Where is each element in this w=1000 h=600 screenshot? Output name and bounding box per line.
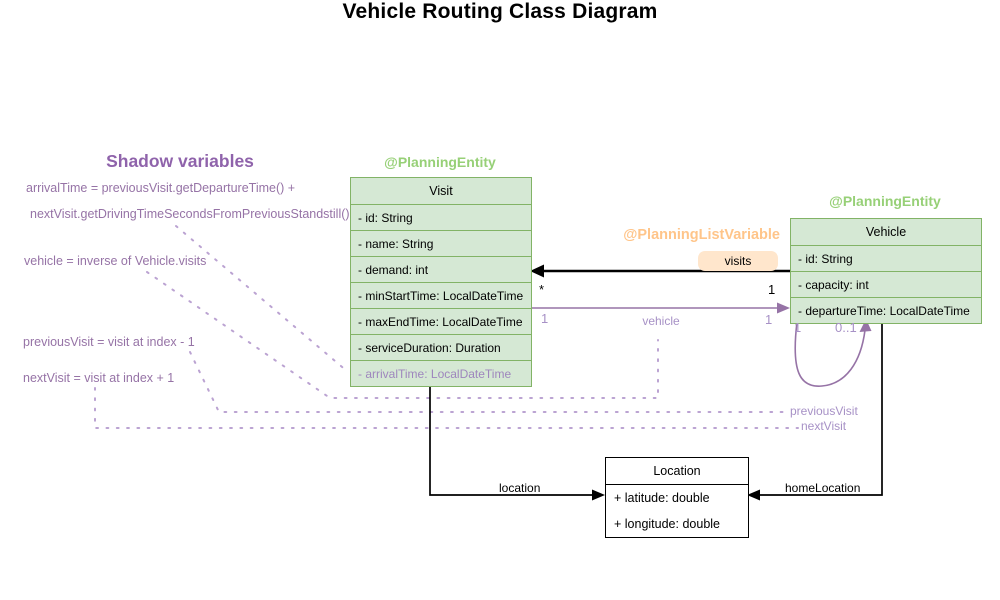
vehicle-field-capacity: - capacity: int [791,271,981,297]
location-class-body: + latitude: double + longitude: double [606,484,748,537]
planning-entity-annotation-visit: @PlanningEntity [384,154,496,170]
dotted-link-nextvisit [94,387,799,429]
visits-multiplicity-vehicle-side: 1 [768,282,776,297]
vehicle-field-id: - id: String [791,245,981,271]
visit-field-minstarttime: - minStartTime: LocalDateTime [351,282,531,308]
vehicle-association-label: vehicle [642,314,680,328]
location-class-box: Location + latitude: double + longitude:… [605,457,749,538]
location-field-longitude: + longitude: double [614,517,720,531]
vehicle-class-box: Vehicle - id: String - capacity: int - d… [790,218,982,324]
vehicle-multiplicity-visit-side: 1 [541,311,549,326]
shadow-variables-heading: Shadow variables [106,151,254,171]
vehicle-class-name: Vehicle [865,225,907,239]
location-association-label: location [499,481,541,495]
visits-arrowhead [530,264,544,278]
visit-field-name: - name: String [351,230,531,256]
homelocation-association-label: homeLocation [785,481,861,495]
shadow-line-previousvisit: previousVisit = visit at index - 1 [23,335,195,349]
visits-association-label: visits [698,251,778,271]
previousvisit-label: previousVisit [790,404,858,418]
visit-class-box: Visit - id: String - name: String - dema… [350,177,532,387]
shadow-line-nextvisit: nextVisit = visit at index + 1 [23,371,175,385]
vehicle-multiplicity-vehicle-side: 1 [765,312,773,327]
shadow-line-arrivaltime-1: arrivalTime = previousVisit.getDeparture… [26,181,296,195]
chain-loop-multiplicity-left: 1 [794,320,802,335]
dotted-link-vehicle-var [146,271,659,399]
visit-field-serviceduration: - serviceDuration: Duration [351,334,531,360]
visit-field-demand: - demand: int [351,256,531,282]
homelocation-arrowhead [747,489,760,501]
vehicle-field-departuretime: - departureTime: LocalDateTime [791,297,981,323]
location-arrowhead [592,489,605,501]
location-association-line [429,385,593,496]
location-field-latitude: + latitude: double [614,491,710,505]
chain-loop-curve [794,321,866,387]
homelocation-association-line [759,322,883,496]
visit-field-maxendtime: - maxEndTime: LocalDateTime [351,308,531,334]
shadow-line-vehicle: vehicle = inverse of Vehicle.visits [24,254,207,268]
diagram-title: Vehicle Routing Class Diagram [342,0,658,23]
nextvisit-label: nextVisit [801,419,847,433]
planning-entity-annotation-vehicle: @PlanningEntity [829,193,941,209]
visits-multiplicity-visit-side: * [539,282,545,297]
shadow-line-arrivaltime-2: nextVisit.getDrivingTimeSecondsFromPrevi… [30,207,350,221]
vehicle-arrowhead [777,302,790,314]
visit-field-arrivaltime: - arrivalTime: LocalDateTime [351,360,531,386]
chain-loop-multiplicity-right: 0..1 [835,320,857,335]
planning-list-variable-annotation: @PlanningListVariable [623,227,780,243]
dotted-link-arrivaltime [175,225,349,373]
visit-field-id: - id: String [351,204,531,230]
chain-loop-arrowhead [859,319,872,332]
visit-class-name: Visit [429,184,453,198]
location-class-name: Location [653,464,701,478]
dotted-link-previousvisit [189,351,789,413]
